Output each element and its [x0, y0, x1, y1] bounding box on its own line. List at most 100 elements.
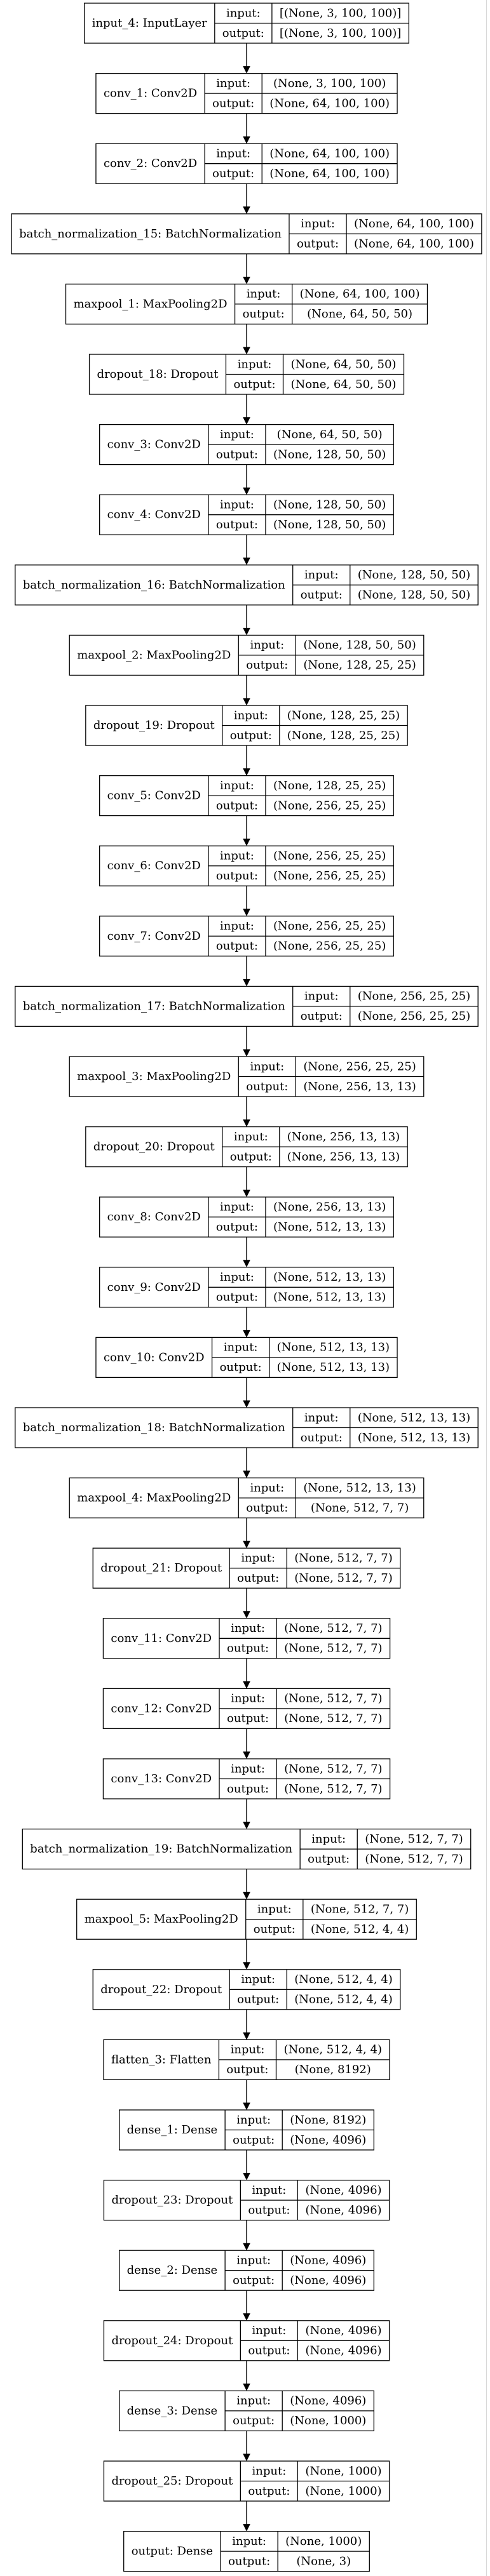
output-label: output: [216, 1220, 258, 1234]
input-shape: (None, 128, 50, 50) [358, 568, 470, 582]
arrow-head-icon [243, 2243, 250, 2251]
input-shape: (None, 256, 25, 25) [358, 990, 470, 1003]
input-shape: (None, 4096) [305, 2324, 381, 2337]
input-label: input: [252, 2464, 287, 2478]
layer-node: batch_normalization_18: BatchNormalizati… [15, 1407, 479, 1448]
layer-name: maxpool_1: MaxPooling2D [74, 297, 228, 310]
input-shape: [(None, 3, 100, 100)] [280, 6, 401, 20]
input-label: input: [220, 779, 254, 792]
output-label: output: [248, 2344, 290, 2358]
input-label: input: [216, 147, 250, 160]
output-shape: (None, 256, 25, 25) [273, 799, 386, 812]
input-label: input: [231, 1622, 265, 1635]
output-shape: (None, 512, 4, 4) [311, 1923, 409, 1936]
output-label: output: [227, 1712, 269, 1725]
output-shape: (None, 512, 13, 13) [277, 1361, 390, 1374]
input-shape: (None, 512, 7, 7) [294, 1551, 392, 1565]
input-shape: (None, 4096) [290, 2253, 366, 2267]
arrow-head-icon [243, 1400, 250, 1408]
output-label: output: [216, 940, 258, 953]
output-shape: (None, 4096) [305, 2203, 381, 2217]
arrow-head-icon [243, 1189, 250, 1198]
input-shape: (None, 128, 50, 50) [303, 639, 416, 652]
output-label: output: [246, 658, 288, 672]
input-label: input: [241, 1551, 275, 1565]
output-shape: (None, 64, 100, 100) [354, 237, 474, 251]
layer-node: input_4: InputLayerinput:output:[(None, … [84, 3, 409, 44]
output-label: output: [246, 1501, 288, 1514]
output-label: output: [212, 97, 254, 110]
layer-name: flatten_3: Flatten [111, 2053, 212, 2066]
arrow-head-icon [243, 2524, 250, 2532]
arrow-head-icon [243, 66, 250, 74]
input-label: input: [220, 849, 254, 862]
arrow-head-icon [243, 557, 250, 565]
output-shape: (None, 128, 50, 50) [273, 448, 386, 461]
input-label: input: [257, 1902, 292, 1916]
input-shape: (None, 512, 13, 13) [277, 1341, 390, 1354]
layer-name: batch_normalization_18: BatchNormalizati… [23, 1421, 285, 1434]
output-shape: (None, 128, 25, 25) [287, 729, 400, 742]
arrow-head-icon [243, 136, 250, 144]
arrow-head-icon [243, 627, 250, 636]
layer-name: dropout_18: Dropout [97, 368, 219, 381]
page-edge-line [486, 0, 487, 2576]
output-label: output: [230, 729, 272, 742]
input-label: input: [304, 568, 339, 582]
layer-node: maxpool_1: MaxPooling2Dinput:output:(Non… [65, 283, 428, 325]
layer-name: dropout_24: Dropout [111, 2334, 233, 2347]
input-shape: (None, 1000) [285, 2535, 362, 2548]
layer-name: conv_11: Conv2D [111, 1632, 212, 1645]
output-label: output: [243, 307, 285, 321]
output-shape: (None, 512, 13, 13) [273, 1220, 386, 1234]
output-shape: (None, 64, 50, 50) [291, 378, 397, 391]
layer-name: output: Dense [132, 2545, 213, 2558]
output-label: output: [237, 1993, 279, 2006]
arrow-head-icon [243, 206, 250, 214]
input-label: input: [241, 1973, 275, 1986]
input-label: input: [216, 77, 250, 90]
output-shape: (None, 8192) [295, 2063, 371, 2076]
arrow-head-icon [243, 1681, 250, 1689]
output-label: output: [237, 1572, 279, 1585]
arrow-head-icon [243, 1751, 250, 1759]
layer-node: maxpool_5: MaxPooling2Dinput:output:(Non… [76, 1899, 417, 1940]
input-label: input: [220, 428, 254, 441]
output-label: output: [228, 2554, 270, 2568]
output-shape: (None, 512, 7, 7) [284, 1782, 382, 1796]
arrow-head-icon [243, 1260, 250, 1267]
layer-name: dense_3: Dense [127, 2404, 217, 2417]
arrow-head-icon [243, 1611, 250, 1618]
input-shape: (None, 128, 25, 25) [287, 709, 400, 722]
output-shape: (None, 256, 25, 25) [273, 940, 386, 953]
layer-name: conv_9: Conv2D [107, 1281, 201, 1294]
output-shape: (None, 4096) [290, 2133, 366, 2147]
input-shape: (None, 256, 13, 13) [273, 1200, 386, 1213]
input-label: input: [236, 2394, 271, 2408]
layer-name: dense_1: Dense [127, 2123, 217, 2137]
input-shape: (None, 128, 50, 50) [273, 498, 386, 511]
layer-name: conv_8: Conv2D [107, 1210, 201, 1224]
output-shape: (None, 256, 13, 13) [303, 1080, 416, 1093]
input-label: input: [304, 990, 339, 1003]
output-label: output: [246, 1080, 288, 1093]
input-label: input: [232, 2535, 266, 2548]
arrow-head-icon [243, 909, 250, 916]
output-shape: (None, 1000) [305, 2485, 381, 2498]
layer-name: conv_1: Conv2D [104, 87, 197, 100]
input-label: input: [238, 357, 272, 371]
layer-name: maxpool_4: MaxPooling2D [77, 1492, 231, 1505]
input-label: input: [236, 2113, 271, 2126]
output-shape: (None, 256, 25, 25) [273, 869, 386, 883]
layer-node: batch_normalization_19: BatchNormalizati… [22, 1828, 472, 1870]
